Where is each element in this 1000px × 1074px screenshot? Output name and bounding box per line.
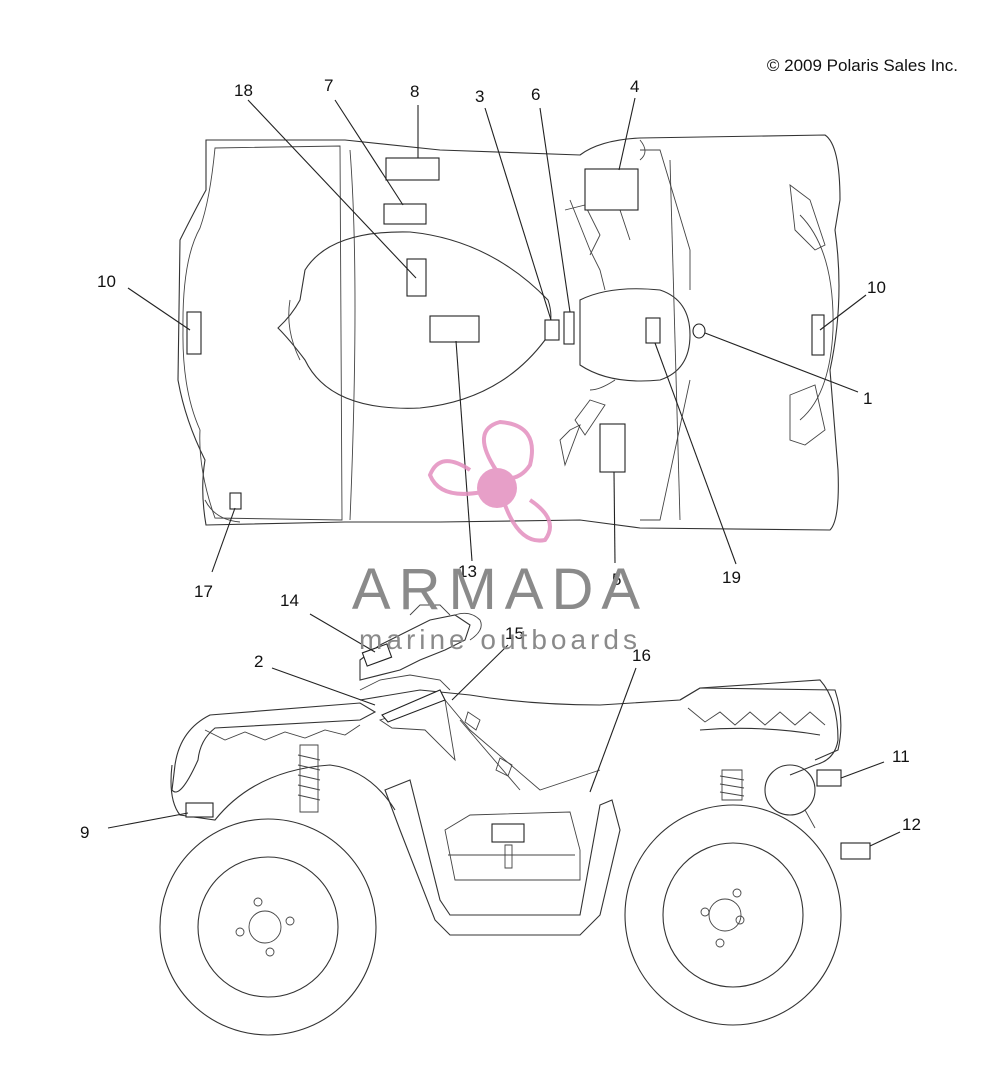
decal-4 <box>584 168 639 211</box>
callout-19: 19 <box>722 568 741 587</box>
decal-10-left <box>186 311 202 355</box>
decal-19 <box>645 317 661 344</box>
decal-1 <box>692 323 706 339</box>
decal-15 <box>381 689 446 723</box>
callout-10-left: 10 <box>97 272 116 291</box>
atv-top-view <box>177 134 841 531</box>
decal-17 <box>229 492 242 510</box>
decal-7 <box>383 203 427 225</box>
propeller-logo-icon <box>427 419 552 543</box>
callout-12: 12 <box>902 815 921 834</box>
callout-16: 16 <box>632 646 651 665</box>
callout-6: 6 <box>531 85 540 104</box>
callout-7: 7 <box>324 76 333 95</box>
decal-6 <box>563 311 575 345</box>
decal-18 <box>406 258 427 297</box>
watermark-subtitle: marine outboards <box>359 624 641 655</box>
callout-15: 15 <box>505 624 524 643</box>
callout-numbers: 18 7 8 3 6 4 10 10 1 13 5 19 17 14 15 2 … <box>80 76 921 842</box>
callout-4: 4 <box>630 77 639 96</box>
decal-8 <box>385 157 440 181</box>
decal-9 <box>185 802 214 818</box>
decal-10-right <box>811 314 825 356</box>
callout-9: 9 <box>80 823 89 842</box>
atv-side-view <box>159 604 842 1036</box>
callout-1: 1 <box>863 389 872 408</box>
decal-3 <box>544 319 560 341</box>
callout-2: 2 <box>254 652 263 671</box>
callout-8: 8 <box>410 82 419 101</box>
decal-labels-side <box>185 643 871 860</box>
callout-3: 3 <box>475 87 484 106</box>
decal-13 <box>429 315 480 343</box>
callout-17: 17 <box>194 582 213 601</box>
callout-18: 18 <box>234 81 253 100</box>
callout-13: 13 <box>458 562 477 581</box>
decal-labels-top <box>186 157 825 510</box>
callout-14: 14 <box>280 591 299 610</box>
watermark-brand: ARMADA <box>351 557 649 622</box>
callout-10-right: 10 <box>867 278 886 297</box>
copyright-notice: © 2009 Polaris Sales Inc. <box>766 56 958 75</box>
decal-16 <box>491 823 525 843</box>
decal-14 <box>361 643 393 667</box>
decal-11 <box>816 769 842 787</box>
leader-lines <box>107 97 901 847</box>
decal-5 <box>599 423 626 473</box>
callout-5: 5 <box>612 570 621 589</box>
callout-11: 11 <box>892 747 910 766</box>
decal-12 <box>840 842 871 860</box>
